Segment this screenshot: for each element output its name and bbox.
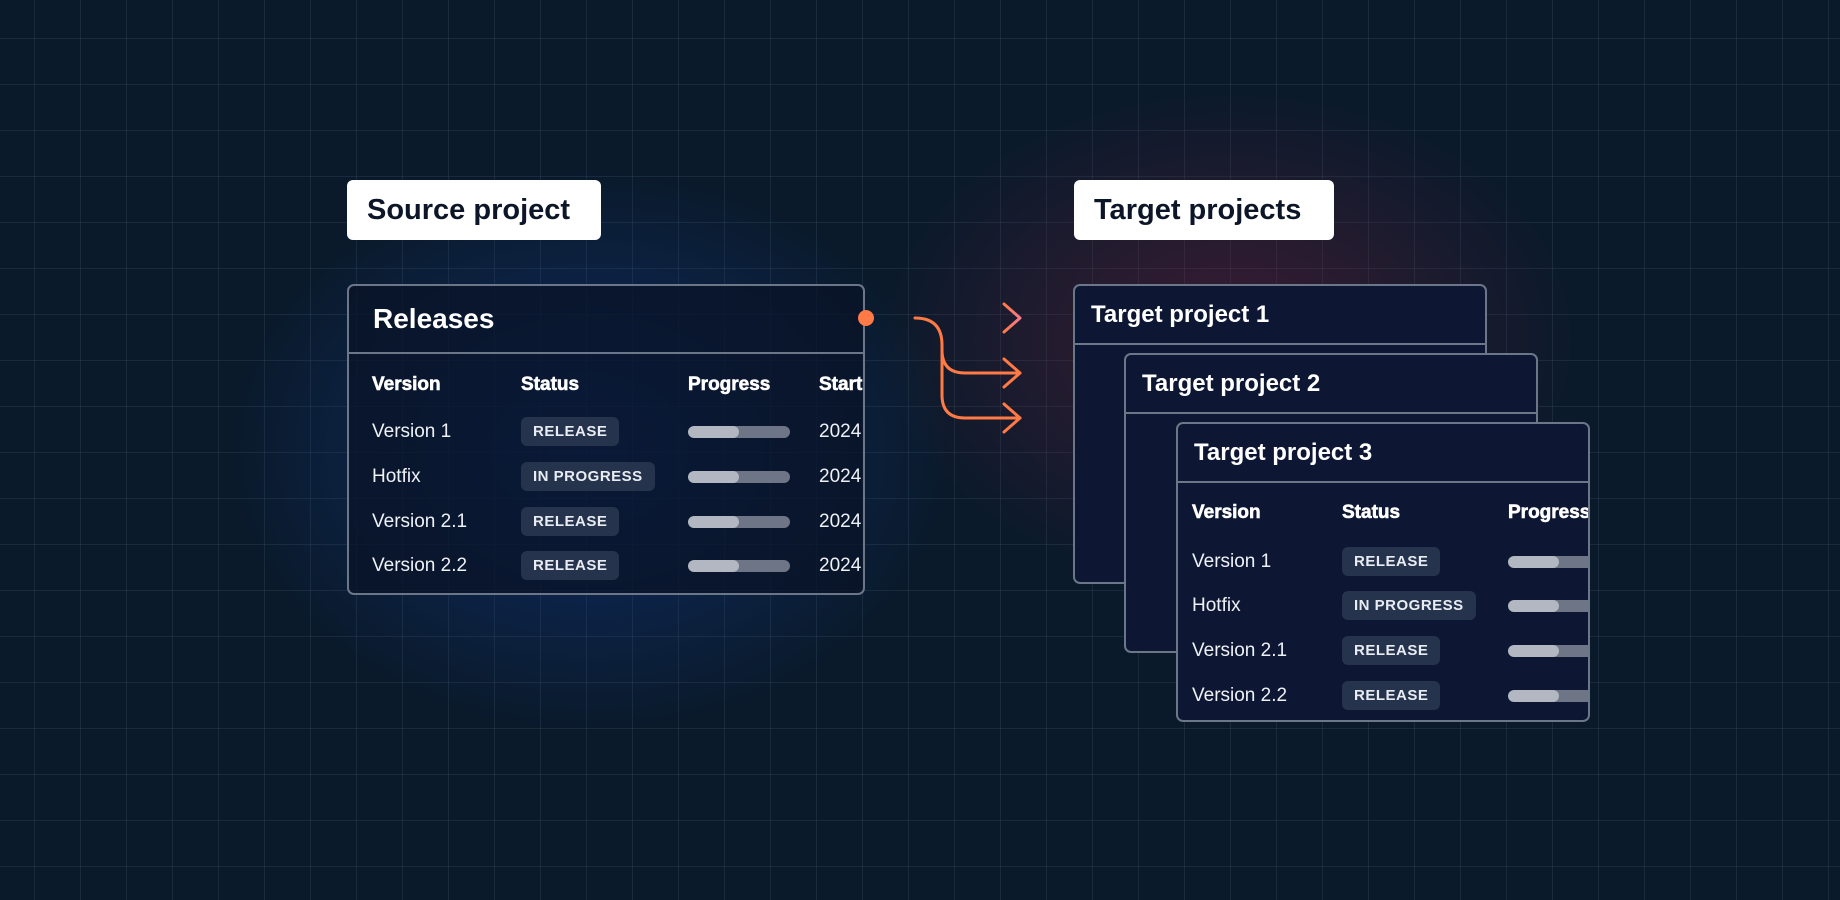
card-title: Target project 3: [1178, 424, 1588, 483]
version-cell: Version 1: [372, 421, 452, 442]
column-header-status: Status: [521, 374, 580, 396]
card-title: Target project 2: [1126, 355, 1536, 414]
status-badge: RELEASE: [1342, 636, 1441, 665]
progress-bar: [1508, 556, 1588, 568]
progress-bar: [1508, 690, 1588, 702]
progress-bar: [1508, 600, 1588, 612]
version-cell: Version 2.1: [1192, 640, 1288, 661]
progress-bar: [1508, 645, 1588, 657]
card-title: Target project 1: [1075, 286, 1485, 345]
column-header-start: Start: [819, 374, 863, 396]
progress-fill: [1508, 690, 1559, 702]
column-header-version: Version: [1192, 502, 1261, 524]
status-badge: RELEASE: [521, 417, 620, 446]
arrow-head-1: [1002, 302, 1022, 334]
column-header-status: Status: [1342, 502, 1401, 524]
column-header-progress: Progress: [688, 374, 771, 396]
progress-fill: [688, 560, 739, 572]
progress-fill: [688, 426, 739, 438]
status-badge: RELEASE: [521, 551, 620, 580]
start-date-cell: 2024: [819, 466, 862, 487]
connector-dot: [858, 310, 874, 326]
start-date-cell: 2024: [819, 421, 862, 442]
progress-fill: [1508, 645, 1559, 657]
status-badge: RELEASE: [1342, 681, 1441, 710]
progress-fill: [688, 516, 739, 528]
target-projects-label: Target projects: [1074, 180, 1334, 240]
version-cell: Version 2.2: [1192, 685, 1288, 706]
status-badge: IN PROGRESS: [521, 462, 655, 491]
version-cell: Hotfix: [372, 466, 421, 487]
start-date-cell: 2024: [819, 511, 862, 532]
version-cell: Version 2.1: [372, 511, 468, 532]
version-cell: Hotfix: [1192, 595, 1241, 616]
progress-fill: [1508, 556, 1559, 568]
progress-bar: [688, 471, 790, 483]
card-title: Releases: [349, 286, 863, 354]
column-header-progress: Progress: [1508, 502, 1590, 524]
column-header-version: Version: [372, 374, 441, 396]
progress-bar: [688, 426, 790, 438]
source-project-label: Source project: [347, 180, 601, 240]
arrow-head-2: [1002, 357, 1022, 389]
arrow-head-3: [1002, 402, 1022, 434]
progress-fill: [688, 471, 739, 483]
progress-bar: [688, 560, 790, 572]
version-cell: Version 1: [1192, 551, 1272, 572]
progress-bar: [688, 516, 790, 528]
progress-fill: [1508, 600, 1559, 612]
arrow-to-target-2: [913, 316, 1022, 375]
status-badge: RELEASE: [1342, 547, 1441, 576]
status-badge: IN PROGRESS: [1342, 591, 1476, 620]
arrow-to-target-3: [940, 348, 1022, 420]
start-date-cell: 2024: [819, 555, 862, 576]
version-cell: Version 2.2: [372, 555, 468, 576]
status-badge: RELEASE: [521, 507, 620, 536]
